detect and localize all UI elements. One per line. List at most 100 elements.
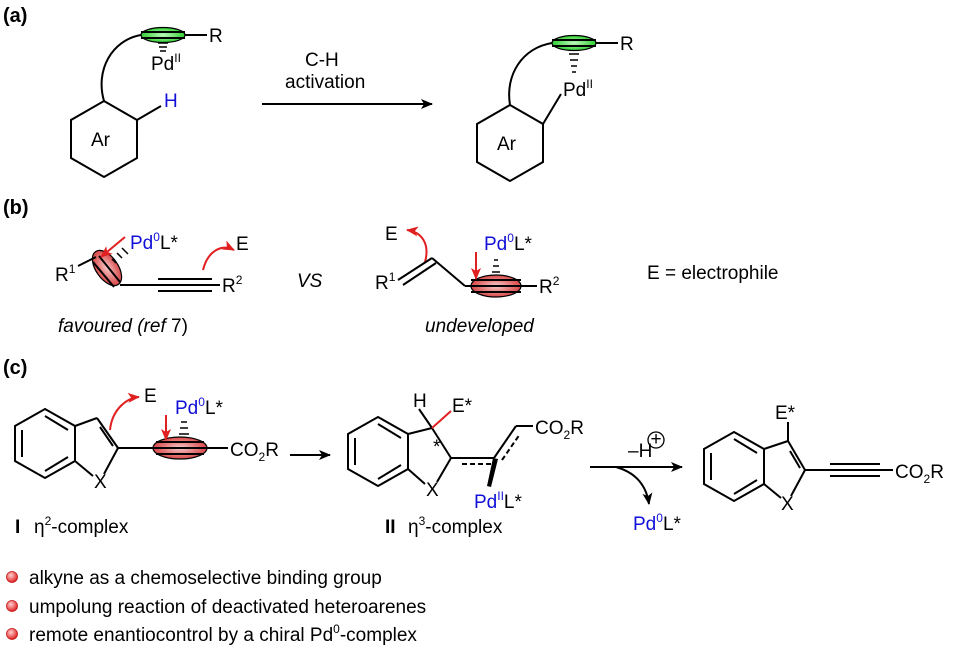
- panel-b-undeveloped: E R1 R2 Pd0L* undeveloped: [375, 224, 560, 337]
- hashed-bond: [158, 42, 168, 52]
- tether-bond: [100, 34, 142, 102]
- heteroatom-x: X: [781, 494, 794, 515]
- bullet-dot: [6, 571, 18, 583]
- hashed-bond: [179, 421, 189, 435]
- heteroatom-x: X: [94, 472, 107, 493]
- ester-group: CO2R: [535, 418, 584, 442]
- heteroatom-x: X: [426, 480, 439, 501]
- panel-b-favoured: R1 Pd0L* R2 E favoured (ref 7): [55, 230, 249, 337]
- ester-group: CO2R: [895, 462, 944, 486]
- double-bond: [733, 479, 758, 495]
- electrophile-label: E: [236, 234, 249, 255]
- bullet-list: alkyne as a chemoselective binding group…: [6, 568, 426, 646]
- compound-number-II: II: [385, 517, 396, 538]
- bond: [436, 457, 452, 483]
- bond: [431, 427, 452, 459]
- bond: [74, 460, 94, 477]
- panel-c: (c) X E CO2R Pd0L*: [3, 357, 944, 538]
- compound-product: X E* CO2R: [703, 403, 944, 515]
- c-pd-bond: [542, 93, 562, 125]
- hashed-bond: [569, 53, 579, 73]
- pd0-ligand: Pd0L*: [130, 230, 179, 254]
- hashed-bond: [111, 247, 129, 264]
- stereocenter-star: *: [433, 437, 441, 458]
- alkyne-highlight-green: [140, 26, 186, 44]
- bond: [418, 408, 433, 429]
- panel-a-label: (a): [3, 5, 27, 27]
- bond: [96, 417, 119, 449]
- panel-a-reactant: R PdII Ar H: [70, 26, 223, 179]
- double-bond: [44, 415, 69, 431]
- r-group: R: [620, 34, 634, 55]
- bullet-item: umpolung reaction of deactivated heteroa…: [6, 597, 426, 618]
- double-bond: [377, 423, 402, 439]
- complex-label-I: η2-complex: [34, 514, 129, 538]
- arrow-condition-line1: C-H: [305, 50, 339, 71]
- curved-release-arrow: [615, 466, 653, 505]
- bond: [790, 469, 806, 497]
- allenyl-dashed-bond: [501, 433, 521, 461]
- alkene-highlight-red: [91, 249, 123, 287]
- pd0-ligand: Pd0L*: [175, 395, 224, 419]
- benzene-ring: [703, 430, 765, 503]
- r-group: R: [209, 26, 223, 47]
- double-bond: [377, 464, 402, 480]
- r2-group: R2: [222, 273, 243, 297]
- panel-b: (b) R1 Pd0L* R2 E favoured (ref 7) VS: [3, 197, 779, 337]
- red-curved-arrow: [109, 392, 140, 431]
- complex-label-II: η3-complex: [408, 514, 503, 538]
- double-bond: [789, 450, 801, 469]
- ar-label: Ar: [91, 130, 111, 151]
- alkene-bond: [92, 261, 115, 288]
- r1-group: R1: [375, 270, 396, 294]
- versus-label: VS: [297, 271, 323, 292]
- pd0-ligand: Pd0L*: [484, 231, 533, 255]
- minus-h-label: –H: [628, 441, 652, 462]
- red-arrow: [100, 236, 126, 258]
- compound-II: X H E* * CO2R PdIIL* II η3-complex: [347, 391, 584, 538]
- bond: [431, 257, 466, 287]
- red-curved-arrow: [406, 226, 428, 263]
- red-bond: [431, 410, 452, 429]
- r1-group: R1: [55, 262, 76, 286]
- elimination-arrow: –H + Pd0L*: [590, 429, 683, 535]
- ar-label: Ar: [497, 134, 517, 155]
- hydrogen-label: H: [413, 391, 427, 412]
- caption-favoured: favoured (ref 7): [58, 316, 188, 337]
- bond: [787, 440, 806, 471]
- bullet-item: remote enantiocontrol by a chiral Pd0-co…: [6, 622, 417, 646]
- alkyne-highlight-green: [551, 34, 597, 52]
- electrophile-star: E*: [452, 396, 473, 417]
- pd2-ligand: PdIIL*: [474, 489, 522, 513]
- pd0-released: Pd0L*: [633, 511, 682, 535]
- bond: [103, 447, 119, 475]
- plus-charge-circle: [647, 431, 665, 449]
- alkene-bond: [397, 257, 433, 281]
- caption-undeveloped: undeveloped: [425, 316, 535, 337]
- palladium-label: PdII: [563, 77, 593, 101]
- bond: [77, 256, 97, 267]
- alkene-bond: [402, 262, 437, 286]
- double-bond: [44, 456, 69, 472]
- arrow-condition-line2: activation: [285, 72, 365, 93]
- compound-number-I: I: [15, 517, 20, 538]
- ch-bond: [136, 105, 162, 121]
- ester-group: CO2R: [230, 440, 279, 464]
- bond: [763, 483, 782, 499]
- palladium-label: PdII: [151, 51, 181, 75]
- bond: [407, 427, 433, 435]
- benzene-ring: [347, 415, 409, 488]
- tether-bond: [508, 42, 553, 106]
- plus-charge: +: [650, 429, 661, 450]
- benzene-ring: [14, 407, 76, 480]
- bond: [763, 440, 789, 450]
- bullet-text: alkyne as a chemoselective binding group: [29, 568, 382, 589]
- wedge-bond: [487, 458, 498, 487]
- bullet-item: alkyne as a chemoselective binding group: [6, 568, 382, 589]
- compound-I: X E CO2R Pd0L* I η2-complex: [14, 386, 279, 538]
- bullet-text: umpolung reaction of deactivated heteroa…: [29, 597, 426, 618]
- panel-c-label: (c): [3, 357, 27, 379]
- electrophile-definition: E = electrophile: [647, 263, 779, 284]
- electrophile-label: E: [144, 386, 157, 407]
